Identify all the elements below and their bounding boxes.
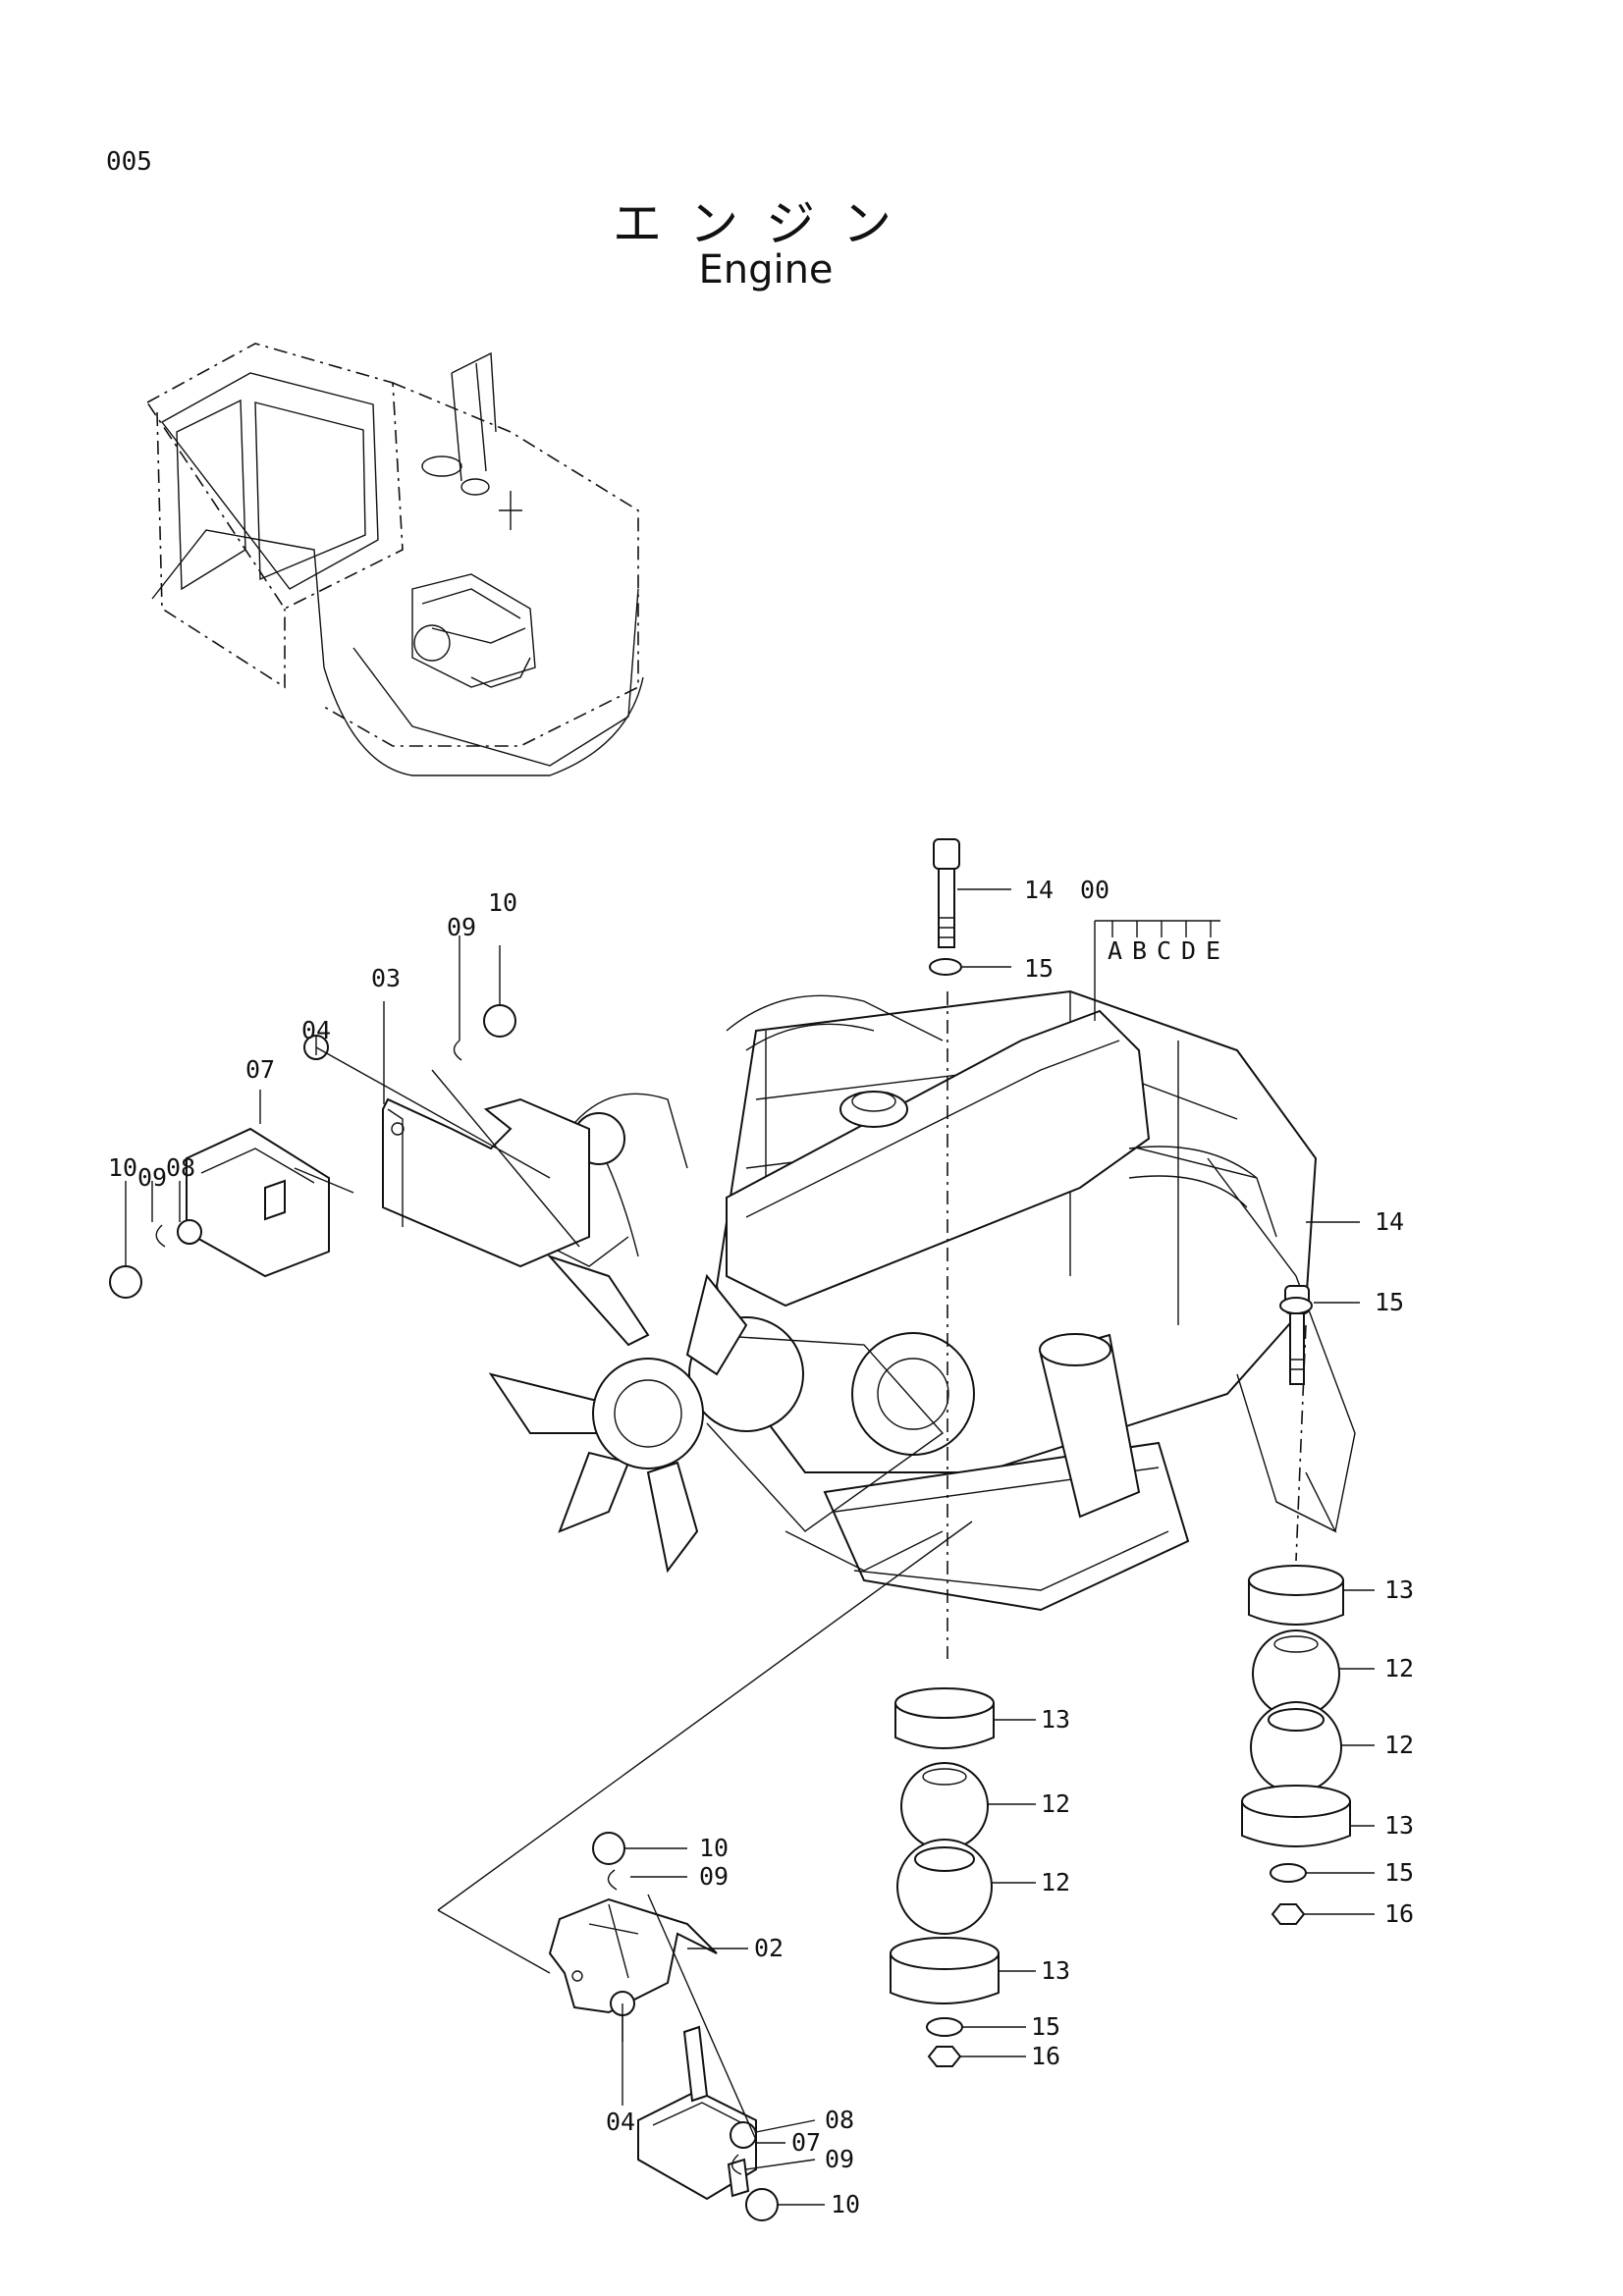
callout-10-left-bottom: 10 <box>108 1153 137 1182</box>
callout-leader-lines <box>125 888 1375 2206</box>
excavator-overview-illustration <box>145 343 644 776</box>
rear-mount-stack <box>1241 1285 1351 1925</box>
callout-14-rear: 14 <box>1375 1207 1404 1236</box>
engine-variant-A: A <box>1108 936 1122 965</box>
nut-10-left-bottom <box>109 1265 142 1299</box>
title-english: Engine <box>698 247 834 293</box>
callout-04-left: 04 <box>301 1016 331 1044</box>
callout-13-rear-2: 13 <box>1384 1811 1414 1840</box>
rubber-12-front-1 <box>900 1762 989 1850</box>
nut-16-rear <box>1271 1903 1306 1925</box>
left-mount-group <box>109 1004 590 1299</box>
bolt-14-rear-shank <box>1289 1312 1305 1385</box>
title-japanese: エンジン <box>613 195 919 252</box>
rubber-mount-07-left <box>186 1127 330 1278</box>
callout-13-rear-1: 13 <box>1384 1575 1414 1604</box>
callout-15-front-top: 15 <box>1024 954 1054 983</box>
washer-15-front-bottom <box>926 2017 963 2037</box>
front-mount-stack <box>890 838 1000 2067</box>
callout-12-front-1: 12 <box>1041 1789 1070 1818</box>
callout-10-left-top: 10 <box>488 888 517 917</box>
bolt-14-front-head <box>933 838 960 870</box>
callout-16-rear: 16 <box>1384 1899 1414 1928</box>
callout-09-left-top: 09 <box>447 913 476 941</box>
washer-09-left-bottom <box>155 1224 166 1248</box>
washer-09-right-top <box>607 1869 618 1891</box>
washer-15-front-top <box>929 958 962 976</box>
callout-03: 03 <box>371 964 401 992</box>
callout-15-rear-top: 15 <box>1375 1288 1404 1316</box>
callout-10-right-bottom: 10 <box>831 2190 860 2218</box>
right-mount-group <box>437 1521 973 2221</box>
engine-variant-E: E <box>1206 936 1220 965</box>
callout-07-right: 07 <box>791 2128 821 2157</box>
callout-labels: 14 15 00 A B C D E 14 15 13 12 12 13 15 … <box>108 876 1414 2218</box>
callout-12-rear-2: 12 <box>1384 1731 1414 1759</box>
page-code: 005 <box>106 147 152 177</box>
callout-10-right-top: 10 <box>699 1834 729 1862</box>
callout-14-front: 14 <box>1024 876 1054 904</box>
callout-07-left: 07 <box>245 1055 275 1084</box>
callout-12-front-2: 12 <box>1041 1868 1070 1896</box>
engine-variant-C: C <box>1157 936 1171 965</box>
callout-15-front-bottom: 15 <box>1031 2012 1060 2041</box>
cooling-fan-illustration <box>488 1254 748 1574</box>
nut-16-front <box>927 2046 962 2067</box>
nut-10-right-top <box>592 1832 625 1865</box>
washer-08-right <box>730 2121 757 2149</box>
bolt-14-front-shank <box>938 868 955 948</box>
nut-10-right-bottom <box>745 2188 779 2221</box>
engine-variant-B: B <box>1132 936 1147 965</box>
engine-variant-D: D <box>1181 936 1196 965</box>
callout-02: 02 <box>754 1934 784 1962</box>
washer-15-rear-bottom <box>1270 1863 1307 1883</box>
callout-09-left-bottom: 09 <box>137 1163 167 1192</box>
callout-08-left: 08 <box>166 1153 195 1182</box>
callout-16-front: 16 <box>1031 2042 1060 2070</box>
callout-04-right: 04 <box>606 2108 635 2136</box>
nut-10-left-top <box>483 1004 516 1038</box>
callout-08-right: 08 <box>825 2106 854 2134</box>
callout-15-rear-bottom: 15 <box>1384 1858 1414 1887</box>
engine-location-sketch <box>411 573 536 688</box>
washer-09-right-bottom <box>731 2154 742 2175</box>
callout-12-rear-1: 12 <box>1384 1654 1414 1682</box>
washer-09-left-top <box>453 1040 462 1061</box>
callout-00: 00 <box>1080 876 1109 904</box>
callout-13-front-2: 13 <box>1041 1956 1070 1985</box>
washer-15-rear-top <box>1279 1297 1313 1314</box>
washer-08-left <box>177 1219 202 1245</box>
callout-09-right-top: 09 <box>699 1862 729 1891</box>
callout-09-right-bottom: 09 <box>825 2145 854 2173</box>
callout-13-front-1: 13 <box>1041 1705 1070 1734</box>
engine-assembly-illustration <box>488 989 1356 1612</box>
